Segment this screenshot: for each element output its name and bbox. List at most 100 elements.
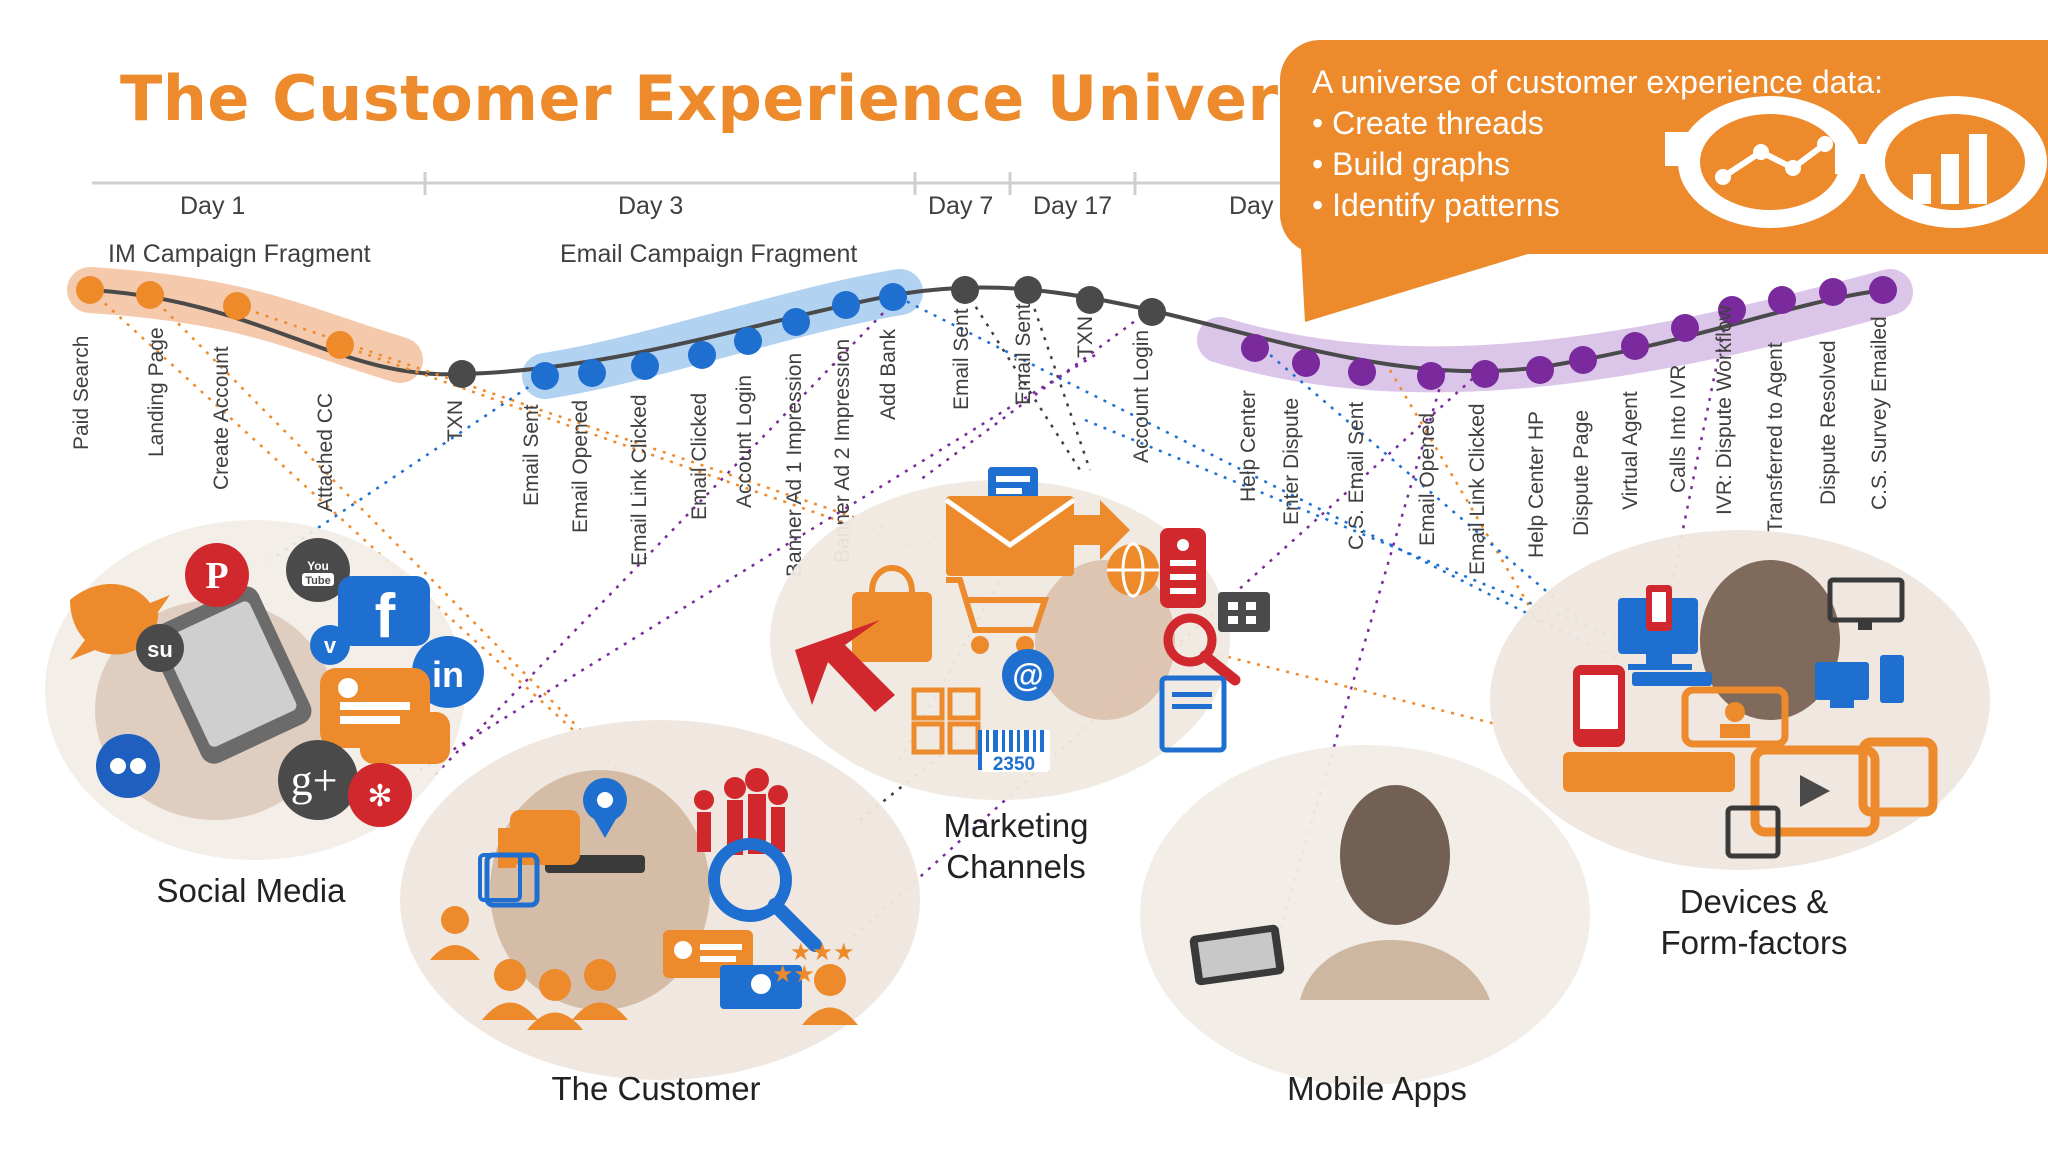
line-graph-icon xyxy=(1721,141,1827,180)
callout-heading: A universe of customer experience data: xyxy=(1312,64,1883,100)
devices-label-line-1: Devices & xyxy=(1679,883,1829,920)
vimeo-icon xyxy=(310,625,350,665)
event-node xyxy=(1471,360,1499,388)
facebook-icon xyxy=(338,576,430,646)
yelp-icon xyxy=(348,763,412,827)
timeline-axis xyxy=(92,172,1290,195)
bar-graph-icon xyxy=(1913,134,1987,204)
event-label: TXN xyxy=(1074,316,1097,358)
event-label: Enter Dispute xyxy=(1280,398,1303,525)
customer-cluster: ★★★ ★★★ xyxy=(400,720,920,1080)
event-label: Add Bank xyxy=(877,328,900,420)
marketing-channels-label: Marketing Channels xyxy=(944,805,1089,887)
video-call-icon xyxy=(1681,686,1789,748)
event-label: Email Opened xyxy=(1416,413,1439,546)
event-node xyxy=(1869,276,1897,304)
day-label-1: Day 1 xyxy=(180,192,246,220)
youtube-label-2: Tube xyxy=(305,575,330,587)
svg-text:in: in xyxy=(432,654,464,695)
shopping-cart-icon xyxy=(946,577,1050,654)
email-campaign-fragment-label: Email Campaign Fragment xyxy=(560,240,858,268)
magnifier-icon xyxy=(708,838,792,922)
day-label-last: Day xyxy=(1229,192,1274,220)
thumbs-up-icon xyxy=(510,810,580,865)
devices-form-factors-label: Devices & Form-factors xyxy=(1660,881,1847,963)
event-node xyxy=(1621,332,1649,360)
callout-tail xyxy=(1300,232,1600,322)
ticket-number: 2350 xyxy=(993,754,1035,775)
svg-text:✻: ✻ xyxy=(367,779,392,814)
svg-text:su: su xyxy=(147,637,173,662)
event-node xyxy=(448,360,476,388)
event-node xyxy=(782,308,810,336)
event-label: Banner Ad 1 Impression xyxy=(783,353,806,577)
event-label: Help Center xyxy=(1237,390,1260,502)
event-label: Calls Into IVR xyxy=(1667,365,1690,493)
day-label-7: Day 7 xyxy=(928,192,994,220)
marketing-channels-cluster: @ 2350 xyxy=(770,467,1270,800)
event-label: TXN xyxy=(444,400,467,442)
tv-icon xyxy=(1750,745,1880,837)
event-label: IVR: Dispute Workflow xyxy=(1713,304,1736,515)
svg-text:★★★: ★★★ xyxy=(790,938,855,966)
event-label: C.S. Survey Emailed xyxy=(1868,316,1891,510)
event-node xyxy=(832,291,860,319)
event-node xyxy=(1526,356,1554,384)
event-node xyxy=(688,341,716,369)
devices-label-line-2: Form-factors xyxy=(1660,924,1848,961)
event-node xyxy=(136,281,164,309)
the-customer-label: The Customer xyxy=(551,1070,761,1107)
marketing-label-line-1: Marketing xyxy=(943,807,1089,844)
event-label: Account Login xyxy=(1130,330,1153,463)
youtube-label-1: You xyxy=(307,559,329,573)
event-label: Dispute Resolved xyxy=(1817,340,1840,505)
event-node xyxy=(1819,278,1847,306)
event-node xyxy=(1569,346,1597,374)
marketing-label-line-2: Channels xyxy=(946,848,1086,885)
qr-code-icon xyxy=(911,687,981,755)
event-label: Virtual Agent xyxy=(1619,391,1642,510)
search-magnifier-icon xyxy=(1163,613,1217,667)
monitor-icon xyxy=(1827,577,1905,630)
mobile-apps-label: Mobile Apps xyxy=(1287,1070,1467,1107)
event-label: Paid Search xyxy=(70,336,93,450)
event-node xyxy=(1768,286,1796,314)
desktop-tower-icon xyxy=(1815,655,1904,708)
event-node xyxy=(1671,314,1699,342)
app-grid-icon xyxy=(1218,592,1270,632)
event-label: Create Account xyxy=(210,346,233,490)
event-label: Email Opened xyxy=(569,400,592,533)
event-label: Landing Page xyxy=(145,327,168,457)
event-node xyxy=(951,276,979,304)
cursor-arrow-icon xyxy=(795,620,895,712)
page-title: The Customer Experience Universe xyxy=(120,62,1359,135)
event-label: Email Sent xyxy=(1012,303,1035,405)
ticket-barcode-icon: 2350 xyxy=(978,730,1050,775)
youtube-icon xyxy=(286,538,350,602)
event-label: Attached CC xyxy=(314,393,337,512)
svg-text:P: P xyxy=(205,555,228,597)
event-node xyxy=(1417,362,1445,390)
svg-text:@: @ xyxy=(1012,657,1043,693)
at-sign-icon xyxy=(1002,649,1054,701)
event-node xyxy=(531,362,559,390)
smartphone-icon xyxy=(1573,665,1625,747)
shopping-bag-icon xyxy=(852,592,932,662)
event-label: Help Center HP xyxy=(1525,411,1548,558)
event-node xyxy=(326,331,354,359)
keyboard-icon xyxy=(1632,672,1712,686)
event-node xyxy=(1241,334,1269,362)
document-tap-icon xyxy=(1159,675,1227,753)
event-node xyxy=(631,352,659,380)
data-goggles-icon xyxy=(1665,96,2047,228)
event-node xyxy=(1348,358,1376,386)
svg-text:g+: g+ xyxy=(291,756,338,805)
event-node xyxy=(1076,286,1104,314)
day-label-17: Day 17 xyxy=(1033,192,1113,220)
event-label: Email Sent xyxy=(520,404,543,506)
event-node xyxy=(578,359,606,387)
event-node xyxy=(1014,276,1042,304)
event-node xyxy=(1718,296,1746,324)
event-label: C.S. Email Sent xyxy=(1345,402,1368,550)
event-labels: Paid Search Landing Page Create Account Att… xyxy=(70,303,1891,577)
